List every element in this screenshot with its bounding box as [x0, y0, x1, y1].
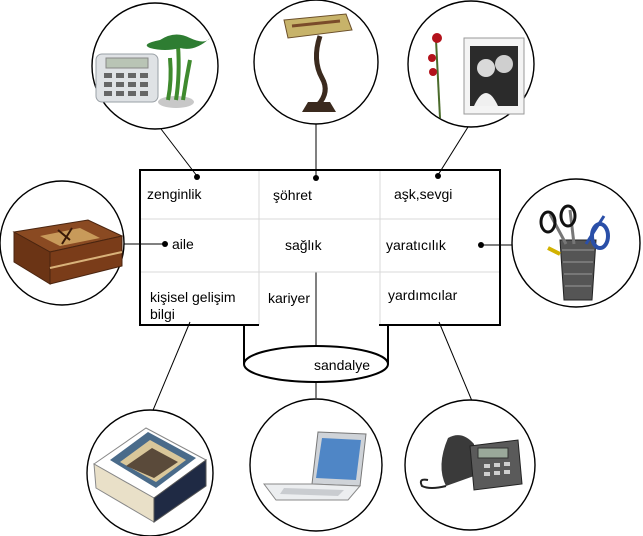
- wooden-box-picture: [12, 219, 124, 285]
- laptop-picture: [263, 431, 367, 501]
- couple-photo-rose-picture: [428, 33, 525, 119]
- cell-label-knowledge: bilgi: [150, 306, 175, 322]
- calculator-bamboo-picture: [95, 34, 210, 108]
- connector-dots: [162, 173, 484, 248]
- cell-label-helpers: yardımcılar: [388, 287, 458, 303]
- scissors-pen-cup-picture: [539, 204, 610, 301]
- chair-label: sandalye: [314, 357, 371, 373]
- books-picture: [93, 427, 207, 523]
- cell-label-wealth: zenginlik: [147, 186, 202, 202]
- cell-label-health: sağlık: [285, 237, 322, 253]
- cell-label-love: aşk,sevgi: [394, 186, 453, 202]
- chair-cylinder: [243, 325, 389, 383]
- cell-label-family: aile: [172, 236, 194, 252]
- desk-phone-picture: [419, 435, 523, 491]
- cell-label-career: kariyer: [268, 290, 311, 306]
- connector-lines: [124, 122, 513, 416]
- banker-lamp-picture: [283, 13, 353, 112]
- bagua-grid-frame: [139, 169, 501, 326]
- cell-label-personal-growth: kişisel gelişim: [150, 289, 236, 305]
- cell-label-fame: şöhret: [273, 187, 312, 203]
- grid-inner-lines: [141, 171, 500, 325]
- cell-label-creativity: yaratıcılık: [386, 237, 446, 253]
